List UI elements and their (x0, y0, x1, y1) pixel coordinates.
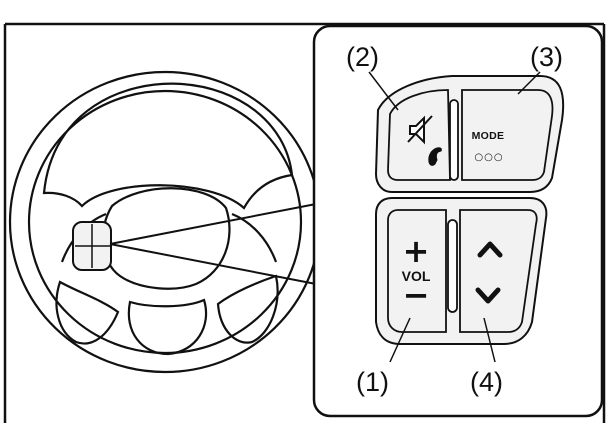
callout-2: (2) (346, 42, 379, 72)
wheel-left-lower-opening (55, 280, 120, 345)
volume-label: VOL (402, 268, 431, 284)
figure-frame (3, 22, 606, 423)
zoom-leader-lines (109, 203, 317, 285)
phone-handset-icon (428, 147, 442, 166)
chevron-up-icon (477, 241, 503, 258)
wheel-right-lower-opening (216, 274, 279, 344)
wheel-rim-inner (27, 89, 303, 355)
wheel-hub (101, 187, 231, 290)
volume-up-symbol: + (403, 232, 430, 270)
wheel-rim-outer (8, 70, 322, 374)
mode-label: MODE (472, 130, 505, 142)
callout-leaders (368, 71, 541, 363)
lower-divider-rocker (447, 219, 458, 313)
seek-button[interactable] (459, 209, 538, 333)
wheel-upper-opening (42, 82, 294, 210)
mute-phone-button[interactable] (387, 89, 451, 181)
callout-4: (4) (470, 367, 503, 397)
steering-wheel-illustration (8, 70, 322, 374)
mode-indicator-dots: ○○○ (474, 152, 503, 163)
chevron-down-icon (475, 287, 501, 304)
speaker-mute-icon (407, 115, 433, 145)
volume-down-symbol: − (403, 276, 430, 314)
callout-3: (3) (530, 42, 563, 72)
volume-button[interactable]: + VOL − (387, 209, 447, 333)
wheel-right-spoke (231, 212, 278, 263)
wheel-switch-location (72, 221, 112, 271)
callout-1: (1) (356, 367, 389, 397)
upper-divider-rocker (449, 99, 459, 181)
mode-button[interactable]: MODE ○○○ (461, 89, 554, 181)
wheel-bottom-opening (127, 298, 208, 356)
